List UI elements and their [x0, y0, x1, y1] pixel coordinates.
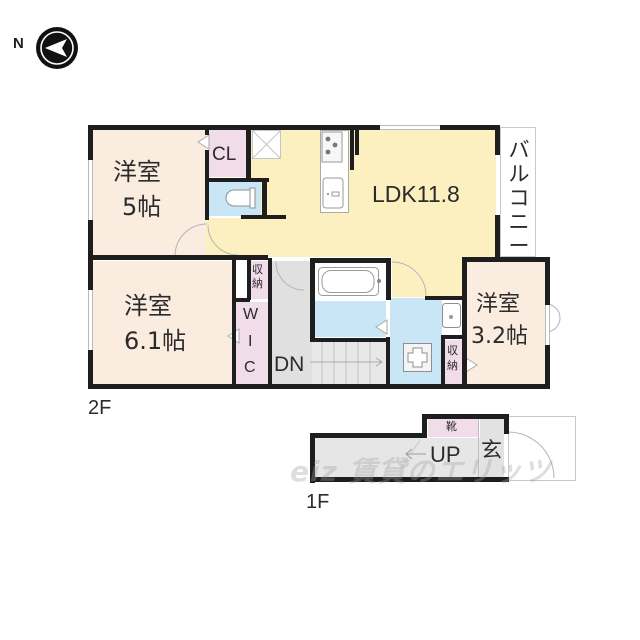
washing-machine-icon: [403, 343, 432, 372]
wall: [310, 338, 390, 342]
toilet-icon: [225, 187, 256, 209]
wall: [422, 414, 509, 419]
wall: [205, 125, 209, 135]
room-storage-2: [444, 340, 464, 384]
wall: [310, 433, 426, 438]
room-western-61: [92, 261, 232, 385]
room-size-western-5: 5帖: [122, 193, 162, 221]
room-label-western-5: 洋室: [113, 158, 161, 186]
room-label-wic-i: I: [248, 333, 253, 350]
wall: [441, 335, 465, 339]
washbasin-icon: [442, 303, 461, 328]
stairs-down-label: DN: [274, 353, 305, 376]
bathtub-icon: [318, 267, 381, 296]
room-label-entrance: 玄: [481, 438, 502, 462]
room-balcony: [500, 127, 536, 257]
room-shoe-storage: [428, 419, 478, 437]
room-1f-stairs: [424, 438, 484, 478]
room-western-32: [466, 262, 546, 384]
wall: [495, 125, 500, 155]
window: [380, 125, 440, 130]
room-label-shoe-storage: 靴: [446, 420, 457, 433]
wall: [310, 258, 315, 342]
wall: [268, 258, 272, 388]
wall: [386, 258, 391, 300]
entrance-porch: [508, 416, 576, 481]
wall: [205, 150, 209, 220]
wall: [88, 125, 500, 130]
room-1f-hall: [314, 438, 426, 478]
room-size-western-61: 6.1帖: [124, 327, 187, 355]
wall: [247, 258, 251, 300]
floor-label-2f: 2F: [88, 397, 112, 419]
wall: [246, 125, 251, 180]
wall: [462, 257, 467, 387]
room-closet: [209, 129, 247, 177]
wall: [425, 296, 467, 300]
wall: [495, 215, 500, 260]
room-hall-lower: [272, 261, 312, 385]
room-size-western-32: 3.2帖: [471, 324, 528, 349]
wall: [350, 130, 354, 170]
wall: [463, 257, 550, 262]
room-label-wic-w: W: [243, 306, 259, 323]
room-label-closet: CL: [212, 144, 237, 165]
door-swing-hall-icon: [207, 224, 239, 256]
stairs-up-label: UP: [430, 442, 461, 467]
stairs-arrow-icon: [399, 439, 426, 471]
wall: [386, 337, 390, 387]
window: [88, 290, 93, 350]
wall: [205, 178, 269, 182]
door-marker-icon: [465, 357, 478, 373]
floor-label-1f: 1F: [306, 491, 330, 513]
north-arrow-icon: [35, 26, 79, 70]
room-label-balcony: バルコニー: [505, 138, 533, 258]
watermark: eiz 賃貸のエリッツ: [290, 455, 552, 488]
balcony-label: バルコニー: [508, 138, 530, 258]
door-swing-hall2-icon: [275, 261, 305, 291]
wall: [232, 298, 250, 302]
room-label-storage-1: 収納: [252, 263, 263, 290]
room-label-western-32: 洋室: [476, 292, 521, 317]
wall: [262, 178, 267, 218]
room-ldk: [247, 129, 496, 257]
compass-letter: N: [13, 35, 24, 52]
room-hall-upper: [206, 218, 266, 258]
room-wic: [236, 302, 268, 384]
kitchen-counter-icon: [320, 130, 349, 213]
wall: [355, 125, 359, 155]
wall: [422, 414, 427, 438]
door-marker-icon: [375, 319, 388, 335]
door-swing-western5-icon: [174, 223, 208, 257]
wall: [88, 384, 550, 389]
door-marker-icon: [197, 134, 210, 150]
wall: [310, 433, 315, 483]
room-entrance: [480, 419, 504, 477]
room-label-storage-2: 収納: [447, 344, 458, 372]
window: [545, 305, 550, 345]
door-swing-utility-icon: [391, 261, 427, 297]
window: [88, 160, 93, 220]
fixture-x-icon: [251, 129, 282, 160]
divider: [478, 419, 479, 479]
room-washroom: [314, 301, 386, 337]
wall: [441, 337, 445, 387]
door-swing-entrance-icon: [507, 431, 555, 479]
room-storage-1: [250, 261, 270, 299]
stairs-treads-icon: [310, 340, 383, 385]
wall: [88, 255, 268, 260]
room-western-5: [92, 129, 206, 255]
wall: [310, 477, 509, 482]
room-label-wic-c: C: [244, 359, 256, 376]
wall: [310, 258, 390, 263]
room-label-ldk: LDK11.8: [372, 181, 460, 207]
wall: [232, 258, 236, 388]
wall: [504, 414, 509, 434]
room-label-western-61: 洋室: [124, 292, 172, 320]
wall: [241, 215, 286, 219]
